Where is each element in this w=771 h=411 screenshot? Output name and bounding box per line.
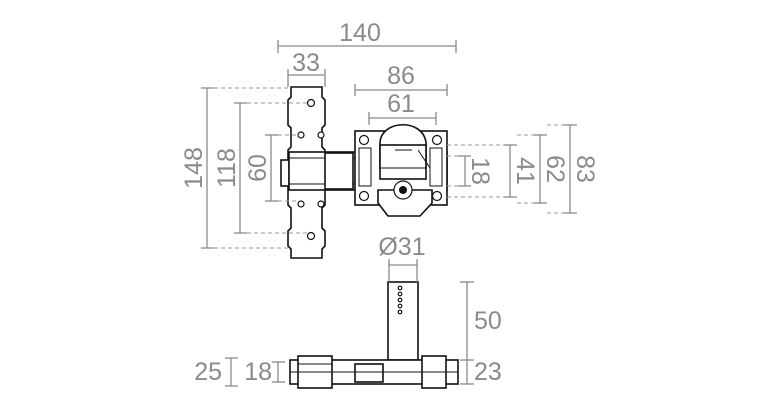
dim-plate-depth-inner: 18 <box>244 358 285 386</box>
body-hole-tr <box>431 134 443 146</box>
dim-label-25: 25 <box>194 358 222 386</box>
plate-stop <box>280 159 290 187</box>
cylinder-body <box>387 281 419 361</box>
dim-body-height: 83 <box>547 124 599 214</box>
body-hole-tl <box>358 134 370 146</box>
dim-label-62: 62 <box>541 155 569 183</box>
plate-hole-lower-left <box>297 200 305 208</box>
dim-label-33: 33 <box>292 49 320 77</box>
dim-body-inner: 61 <box>368 90 437 125</box>
dim-label-41: 41 <box>511 157 539 185</box>
dim-label-50: 50 <box>474 307 502 335</box>
dim-plate-height: 148 <box>180 87 290 249</box>
dim-top-width: 140 <box>277 19 457 53</box>
dim-label-d31: Ø31 <box>378 233 425 261</box>
plate-hole-lower-right <box>317 200 325 208</box>
dim-plate-holes-inner: 60 <box>244 134 298 202</box>
side-view <box>289 281 459 389</box>
plate-hole-top <box>306 98 316 108</box>
plate-hole-upper-right <box>317 131 325 139</box>
dim-plate-depth: 25 <box>194 357 238 387</box>
dim-label-148: 148 <box>180 147 208 189</box>
dim-label-83: 83 <box>571 155 599 183</box>
dim-label-60: 60 <box>244 154 272 182</box>
body-hole-br <box>431 190 443 202</box>
dim-label-140: 140 <box>339 19 381 47</box>
keyhole <box>399 186 407 194</box>
dim-label-86: 86 <box>387 62 415 90</box>
dim-label-118: 118 <box>213 148 241 188</box>
dim-label-23: 23 <box>474 358 502 386</box>
dim-base-depth: 23 <box>460 358 502 386</box>
dim-label-18-top: 18 <box>466 157 494 185</box>
lock-body <box>354 123 448 217</box>
dim-label-61: 61 <box>387 90 415 118</box>
dim-cylinder-length: 50 <box>460 281 502 361</box>
dim-body-inner-height: 41 <box>447 144 539 198</box>
dim-plate-holes-outer: 118 <box>213 102 308 234</box>
dim-label-18-side: 18 <box>244 358 272 386</box>
dim-bolt-height: 18 <box>447 155 494 187</box>
dim-body-width: 86 <box>354 62 448 96</box>
plate-hole-bottom <box>306 231 316 241</box>
dim-plate-width: 33 <box>287 49 326 87</box>
plate-hole-upper-left <box>297 131 305 139</box>
body-hole-bl <box>358 190 370 202</box>
dim-cylinder-diameter: Ø31 <box>378 233 426 282</box>
dim-body-holes-height: 62 <box>517 134 569 204</box>
